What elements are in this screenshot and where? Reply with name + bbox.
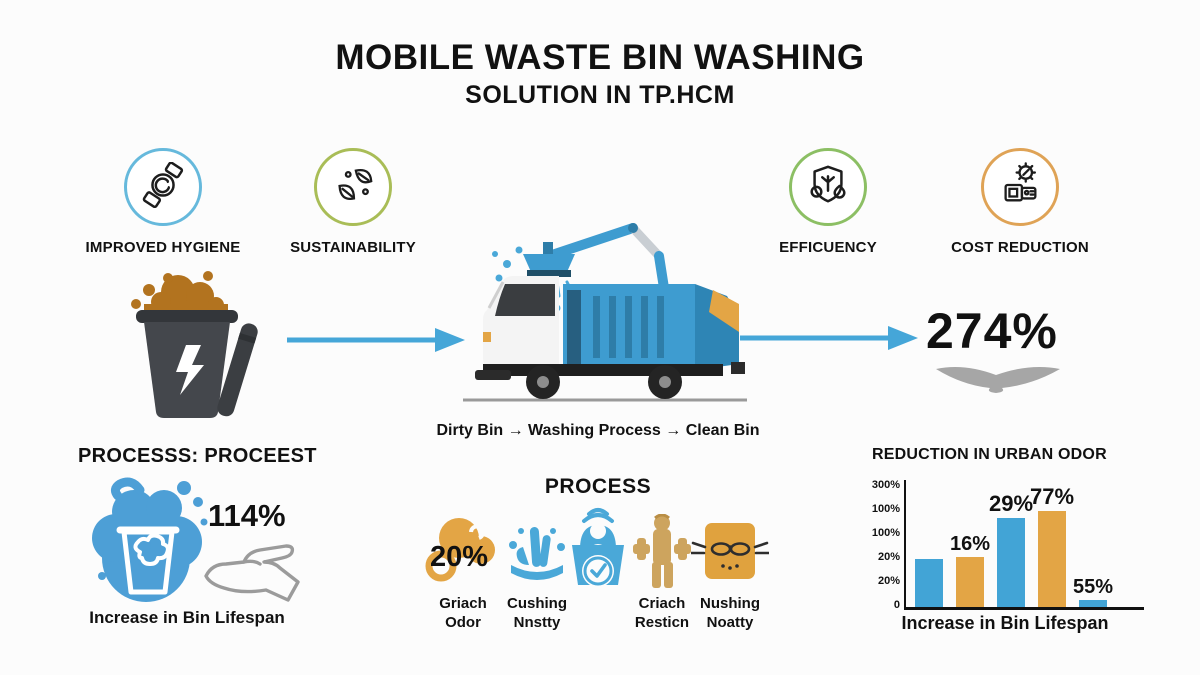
chart-bars: 16% 29% 77% 55% (914, 483, 1113, 607)
feature-ring (981, 148, 1059, 226)
chart-x-label: Increase in Bin Lifespan (901, 613, 1109, 633)
bar-data-label: 29% (988, 491, 1034, 516)
watch-icon (140, 160, 186, 213)
y-tick: 100% (871, 503, 900, 515)
lifespan-heading: PROCESSS: PROCEEST (78, 445, 317, 467)
shield-leaf-icon (805, 162, 851, 213)
bar-group (914, 483, 944, 607)
process-percentage: 20% (430, 541, 489, 573)
step-label-line1: Nushing (700, 595, 760, 612)
y-tick: 0 (893, 599, 900, 611)
bar (915, 559, 943, 607)
bar-data-label: 77% (1029, 484, 1075, 509)
bar (1079, 600, 1107, 607)
step-label-line2: Nnstty (513, 614, 561, 631)
process-heading: PROCESS (544, 475, 652, 498)
step-label-line1: Cushing (507, 595, 567, 612)
leaves-icon (330, 162, 376, 213)
process-step-4: Criach Resticn (623, 512, 701, 632)
step-label: Criach Resticn (623, 594, 701, 632)
step-label: Nushing Noatty (691, 594, 769, 632)
y-tick: 300% (871, 479, 900, 491)
bar-data-label: 16% (949, 533, 991, 555)
bar (956, 557, 984, 607)
step-label-line2: Odor (445, 614, 481, 631)
title-line-2: SOLUTION IN TP.HCM (465, 81, 735, 109)
lifespan-percentage: 114% (208, 498, 286, 533)
step-label: Cushing Nnstty (498, 594, 576, 632)
bin-timer-icon (559, 508, 637, 588)
flow-arrow-right-icon (738, 325, 920, 351)
feature-ring (124, 148, 202, 226)
feature-label: SUSTAINABILITY (290, 239, 416, 256)
bar-data-label: 55% (1072, 576, 1114, 598)
process-step-5: Nushing Noatty (691, 512, 769, 632)
process-step-3 (559, 508, 637, 588)
swoosh-underline-icon (932, 363, 1064, 400)
odor-reduction-chart: 300% 100% 100% 20% 20% 0 16% 29% 77% (868, 476, 1148, 616)
gear-invoice-icon (997, 161, 1043, 213)
step-label-line1: Griach (439, 595, 487, 612)
chart-y-axis-ticks: 300% 100% 100% 20% 20% 0 (868, 479, 900, 611)
chart-x-axis (904, 607, 1144, 610)
bar-group: 16% (950, 483, 990, 607)
feature-ring (789, 148, 867, 226)
feature-improved-hygiene: IMPROVED HYGIENE (68, 148, 258, 256)
soap-bin-icon (88, 476, 210, 623)
y-tick: 20% (877, 551, 900, 563)
page-title: MOBILE WASTE BIN WASHING SOLUTION IN TP.… (0, 38, 1200, 110)
feature-efficiency: EFFICUENCY (733, 148, 923, 256)
dirty-bin-icon (116, 260, 266, 427)
bar (997, 518, 1025, 607)
chart-title: REDUCTION IN URBAN ODOR (872, 446, 1107, 463)
bar (1038, 511, 1066, 607)
chart-y-axis (904, 480, 906, 609)
feature-label: IMPROVED HYGIENE (85, 239, 241, 256)
open-hand-icon (202, 538, 306, 611)
step-label: Griach Odor (424, 594, 502, 632)
worker-icon (623, 512, 701, 592)
step-label-line2: Noatty (706, 614, 754, 631)
step-label-line1: Criach (638, 595, 686, 612)
feature-label: EFFICUENCY (779, 239, 877, 256)
feature-sustainability: SUSTAINABILITY (258, 148, 448, 256)
y-tick: 20% (877, 575, 900, 587)
bar-group: 77% (1030, 483, 1074, 607)
process-step-2: Cushing Nnstty (498, 512, 576, 632)
feature-ring (314, 148, 392, 226)
title-line-1: MOBILE WASTE BIN WASHING (335, 38, 865, 77)
process-step-1: Griach Odor (424, 512, 502, 632)
y-tick: 100% (871, 527, 900, 539)
face-card-icon (691, 512, 769, 592)
flow-caption: Dirty Bin → Washing Process → Clean Bin (436, 422, 760, 439)
result-percentage: 274% (926, 303, 1058, 359)
step-label-line2: Resticn (634, 614, 690, 631)
bar-group: 55% (1073, 483, 1113, 607)
odor-blob-icon (424, 512, 502, 592)
splash-icon (498, 512, 576, 592)
lifespan-caption: Increase in Bin Lifespan (89, 608, 285, 627)
bar-group: 29% (989, 483, 1033, 607)
wash-truck-illustration (455, 212, 755, 409)
flow-arrow-left-icon (285, 327, 467, 353)
feature-cost-reduction: COST REDUCTION (925, 148, 1115, 256)
feature-label: COST REDUCTION (951, 239, 1089, 256)
